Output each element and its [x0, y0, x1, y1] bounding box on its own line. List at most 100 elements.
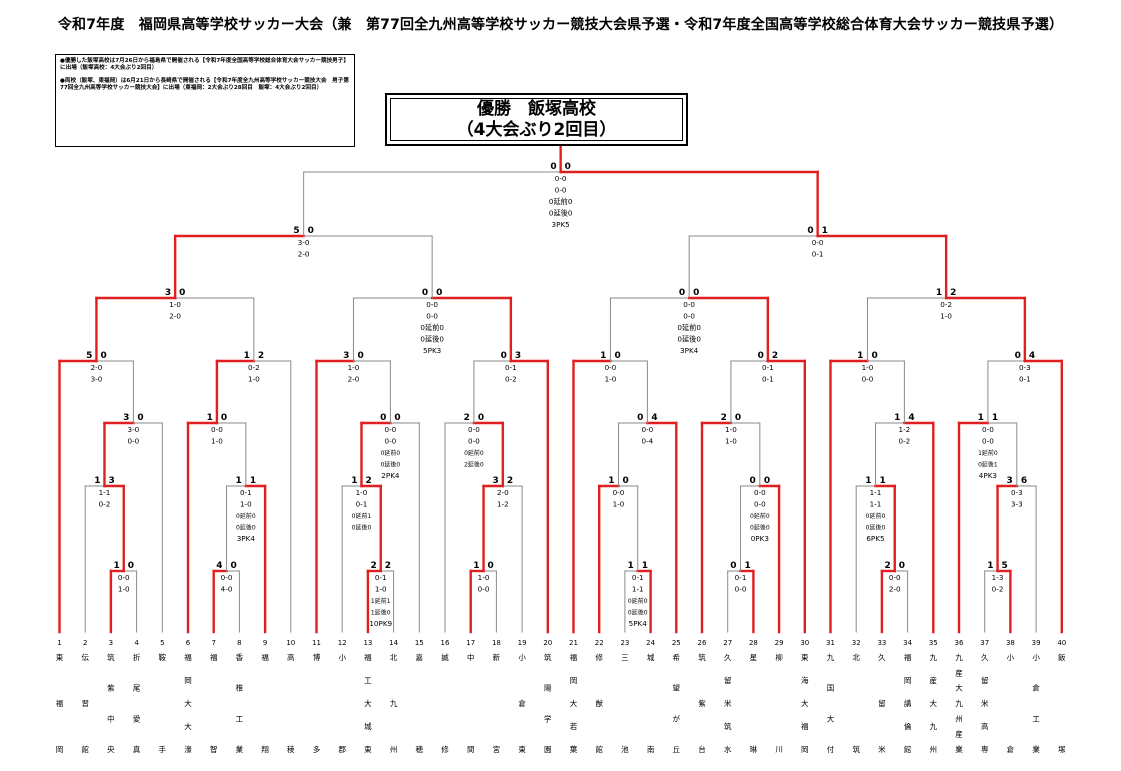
notes-box: ●優勝した飯塚高校は7月26日から福島県で開催される【令和7年度全国高等学校総合… — [55, 54, 355, 147]
match-score-b: 0 — [394, 413, 400, 423]
team-name-char: 大 — [184, 721, 192, 731]
team-name-char: 大 — [364, 698, 372, 708]
team-name-char: 米 — [981, 698, 989, 708]
match-detail: 0-0 — [683, 300, 695, 309]
team-name-char: 工 — [236, 714, 244, 723]
match-detail: 1-0 — [375, 585, 387, 594]
match-detail: 1-0 — [240, 500, 252, 509]
match-score-b: 0 — [137, 413, 143, 423]
team-name: 新宮 — [493, 652, 501, 754]
team-name-char: 愛 — [133, 713, 141, 723]
team-number: 19 — [518, 639, 527, 647]
team-name-char: 南 — [647, 744, 655, 754]
team-name-char: 北 — [390, 653, 398, 662]
match-detail: 0延後0 — [236, 524, 256, 532]
match-score-b: 0 — [231, 561, 237, 571]
team-number: 20 — [543, 639, 552, 647]
match-score-a: 3 — [343, 351, 349, 361]
match-score-a: 2 — [884, 561, 890, 571]
match-score-b: 0 — [179, 288, 185, 298]
team-name-char: 陽 — [544, 684, 552, 693]
match-detail: 2-0 — [91, 363, 103, 372]
team-name-char: 翔 — [261, 744, 269, 754]
match-detail: 0-3 — [1011, 488, 1023, 497]
match-detail: 4-0 — [221, 585, 233, 594]
team-name-char: 大 — [801, 698, 809, 708]
team-name-char: 大 — [827, 713, 835, 723]
match-detail: 0-0 — [683, 312, 695, 321]
team-name-char: 池 — [621, 744, 629, 754]
match-detail: 0-0 — [118, 573, 130, 582]
match-score-a: 1 — [113, 561, 119, 571]
match-detail: 1-1 — [870, 488, 882, 497]
team-number: 14 — [389, 639, 398, 647]
match-detail: 3PK4 — [680, 346, 699, 355]
match-detail: 2延後0 — [464, 461, 484, 469]
match-detail: 1-3 — [992, 573, 1004, 582]
match-detail: 1延後0 — [371, 609, 391, 617]
match-detail: 3-3 — [1011, 500, 1023, 509]
team-name-char: 折 — [133, 652, 141, 662]
team-name-char: 琳 — [750, 744, 758, 754]
team-name: 嘉穂 — [416, 652, 424, 754]
match-detail: 3PK4 — [237, 534, 256, 543]
team-name-char: が — [673, 713, 681, 723]
match-detail: 0-0 — [426, 312, 438, 321]
match-score-b: 5 — [1002, 561, 1008, 571]
team-name-char: 九 — [955, 699, 963, 708]
match-score-b: 0 — [357, 351, 363, 361]
match-detail: 0-0 — [754, 488, 766, 497]
team-number: 6 — [186, 639, 191, 647]
team-number: 38 — [1006, 639, 1015, 647]
team-name-char: 嘉 — [416, 652, 424, 662]
team-name: 伝習館 — [81, 652, 89, 754]
match-detail: 0-0 — [385, 437, 397, 446]
match-score-a: 0 — [758, 351, 764, 361]
team-name-char: 福 — [801, 722, 809, 731]
match-detail: 0延後0 — [420, 335, 444, 344]
team-number: 18 — [492, 639, 501, 647]
match-detail: 0延後0 — [750, 524, 770, 532]
team-number: 11 — [312, 639, 321, 647]
match-detail: 0延後1 — [978, 461, 998, 469]
match-detail: 0-1 — [762, 363, 774, 372]
team-name-char: 央 — [107, 744, 115, 754]
match-detail: 1-2 — [497, 500, 509, 509]
match-detail: 0延後0 — [866, 524, 886, 532]
match-detail: 10PK9 — [369, 619, 392, 628]
match-detail: 0-0 — [555, 186, 567, 195]
team-name: 北九州 — [390, 653, 398, 754]
match-detail: 0-3 — [1019, 363, 1031, 372]
match-detail: 0-2 — [940, 300, 952, 309]
team-name-char: 塚 — [1058, 745, 1066, 754]
team-name-char: 紫 — [107, 684, 115, 693]
team-number: 36 — [955, 639, 964, 647]
team-name-char: 宮 — [493, 744, 501, 754]
match-detail: 1-0 — [356, 488, 368, 497]
team-name-char: 米 — [724, 698, 732, 708]
match-score-b: 1 — [250, 476, 256, 486]
team-name-char: 九 — [955, 653, 963, 662]
team-number: 9 — [263, 639, 267, 647]
match-detail: 5PK3 — [423, 346, 441, 355]
match-detail: 3PK5 — [552, 220, 570, 229]
match-detail: 0延後0 — [677, 335, 701, 344]
match-detail: 2PK4 — [381, 471, 400, 480]
team-name: 飯塚 — [1058, 652, 1066, 754]
team-name-char: 岡 — [904, 676, 912, 685]
match-detail: 0-2 — [899, 437, 911, 446]
team-name-char: 東 — [801, 652, 809, 662]
match-detail: 4PK3 — [979, 471, 997, 480]
team-name-char: 筑 — [852, 744, 860, 754]
match-detail: 0延前0 — [750, 512, 770, 520]
team-name-char: 付 — [827, 744, 835, 754]
match-detail: 0-0 — [605, 363, 617, 372]
team-number: 13 — [363, 639, 372, 647]
team-name-char: 習 — [81, 699, 89, 708]
team-name-char: 国 — [827, 684, 835, 693]
team-name-char: 小 — [1032, 653, 1040, 662]
team-number: 8 — [237, 639, 241, 647]
